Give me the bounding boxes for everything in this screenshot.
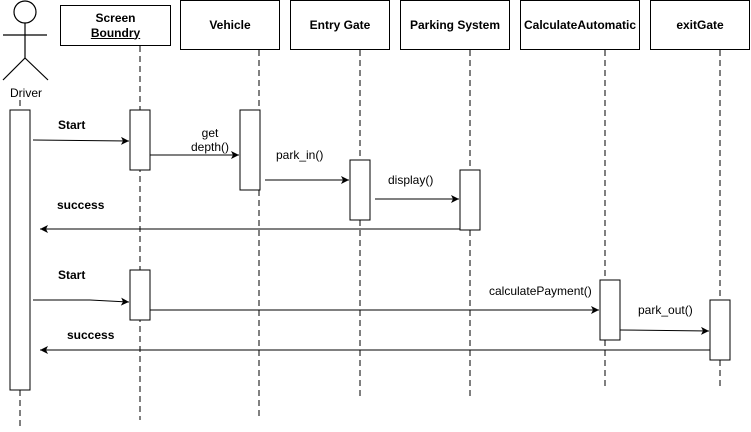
vehicle-label: Vehicle [209,17,251,32]
driver-activation [9,109,31,391]
success-2-label: success [67,328,115,342]
parking-system-activation [459,169,481,231]
exit-gate-activation [709,299,731,361]
screen-boundary-activation-2 [129,269,151,321]
parking-system-label: Parking System [409,17,501,32]
get-depth-label-line2: depth() [190,140,230,154]
get-depth-label-line1: get [201,126,219,140]
exit-gate-label: exitGate [676,17,724,32]
entry-gate-activation [349,159,371,221]
park-out-label: park_out() [638,303,693,317]
calculate-automatic-activation [599,279,621,341]
participant-screen-boundary: Screen Boundry [60,5,171,46]
screen-boundary-label-line1: Screen [95,10,136,25]
participant-vehicle: Vehicle [180,0,280,50]
driver-actor-icon [2,0,49,81]
participant-parking-system: Parking System [400,0,510,50]
participant-exit-gate: exitGate [650,0,750,50]
start-2-label: Start [58,268,86,282]
start-1-arrow [32,136,130,145]
calculate-automatic-label: CalculateAutomatic [523,17,637,32]
park-in-label: park_in() [276,148,324,162]
park-out-arrow [619,326,710,335]
start-1-label: Start [58,118,86,132]
get-depth-label: get depth() [190,126,230,154]
vehicle-activation [239,109,261,191]
participant-calculate-automatic: CalculateAutomatic [520,0,640,50]
screen-boundary-activation-1 [129,109,151,171]
start-2-arrow [33,297,130,306]
driver-label: Driver [10,86,42,100]
entry-gate-label: Entry Gate [309,17,371,32]
display-label: display() [388,173,434,187]
calculate-payment-label: calculatePayment() [489,284,592,298]
success-1-label: success [57,198,105,212]
participant-entry-gate: Entry Gate [290,0,390,50]
screen-boundary-label-line2: Boundry [90,25,141,40]
